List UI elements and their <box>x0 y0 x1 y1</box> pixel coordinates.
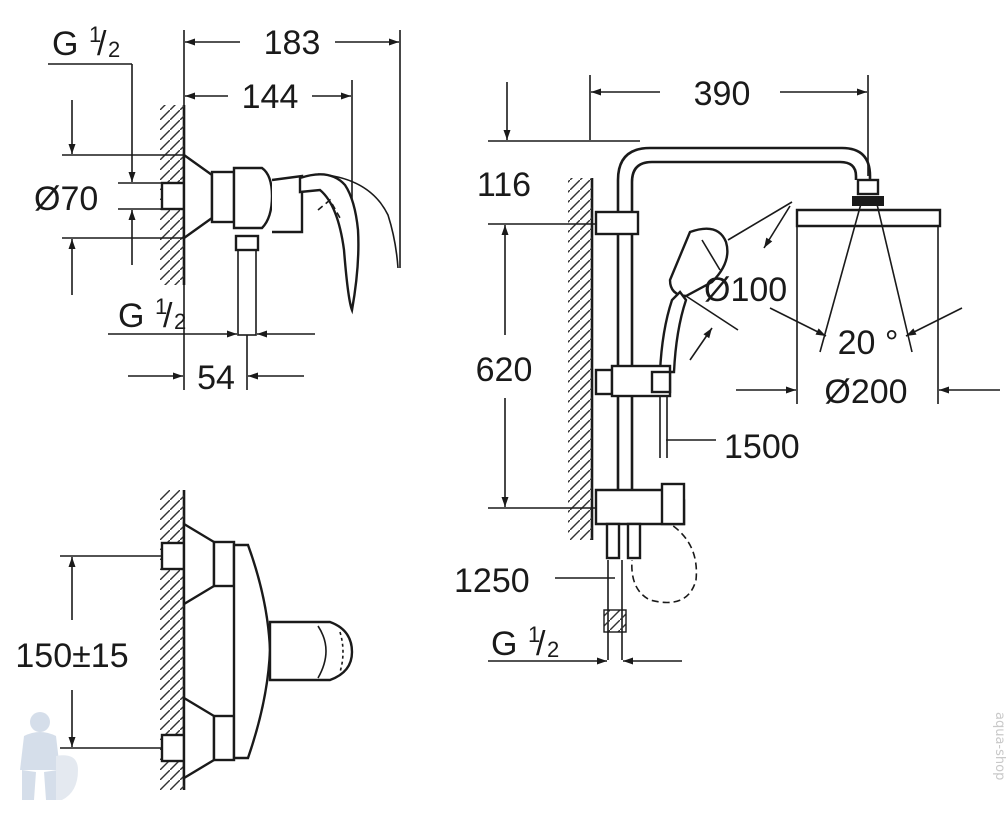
thread-top-num: 1 <box>89 22 101 47</box>
shower-system-view: 390 116 620 Ø100 2 <box>454 75 1000 665</box>
mixer-front-view: 150±15 <box>15 490 354 790</box>
thread-bot-slash: / <box>536 625 546 663</box>
watermark-text: aqua-shop <box>992 712 1006 780</box>
dim-1500-label: 1500 <box>724 428 800 466</box>
dim-144-label: 144 <box>242 78 299 116</box>
thread-mid-num: 1 <box>155 294 167 319</box>
thread-mid-slash: / <box>163 297 173 335</box>
thread-label-mid: G 1 / 2 <box>108 294 315 338</box>
dim-54-label: 54 <box>197 359 235 397</box>
hand-shower <box>658 227 729 374</box>
dim-20-deg: 20 ° <box>769 199 963 362</box>
thread-top-den: 2 <box>108 37 120 62</box>
dim-116-label: 116 <box>477 166 531 204</box>
thread-label-top: G 1 / 2 <box>48 22 136 182</box>
mixer-side-view: 183 144 G 1 / 2 Ø70 <box>34 22 401 397</box>
dim-150-label: 150±15 <box>15 637 128 675</box>
wall-hatching-right <box>568 178 594 540</box>
dim-20-label: 20 ° <box>838 324 899 362</box>
dim-100-label: Ø100 <box>704 271 787 309</box>
dim-183-label: 183 <box>264 24 321 62</box>
dim-100: Ø100 <box>685 201 793 361</box>
dim-183: 183 <box>183 24 401 268</box>
thread-mid-den: 2 <box>174 309 186 334</box>
dim-620-label: 620 <box>476 351 533 389</box>
dim-620: 620 <box>476 225 596 509</box>
thread-mid-g: G <box>118 297 144 335</box>
dim-200-label: Ø200 <box>824 373 907 411</box>
thread-top-g: G <box>52 25 78 63</box>
dim-390: 390 <box>589 75 869 176</box>
mixer-body <box>160 152 399 336</box>
thread-bot-num: 1 <box>528 622 540 647</box>
dim-1500: 1500 <box>666 428 800 466</box>
dim-70-label: Ø70 <box>34 180 98 218</box>
dim-144: 144 <box>185 78 353 200</box>
thread-bot-g: G <box>491 625 517 663</box>
dim-1250: 1250 <box>454 562 615 600</box>
thread-top-slash: / <box>97 25 107 63</box>
thread-bot-den: 2 <box>547 637 559 662</box>
dim-70: Ø70 <box>34 100 184 295</box>
dim-54: 54 <box>128 285 304 397</box>
dim-1250-label: 1250 <box>454 562 530 600</box>
dim-116: 116 <box>477 82 640 225</box>
dim-390-label: 390 <box>694 75 751 113</box>
head-shower <box>795 178 942 228</box>
dim-200: Ø200 <box>736 226 1000 411</box>
thread-label-bottom: G 1 / 2 <box>488 622 682 665</box>
plumber-mascot-logo <box>20 712 78 800</box>
dim-150: 150±15 <box>15 555 162 749</box>
